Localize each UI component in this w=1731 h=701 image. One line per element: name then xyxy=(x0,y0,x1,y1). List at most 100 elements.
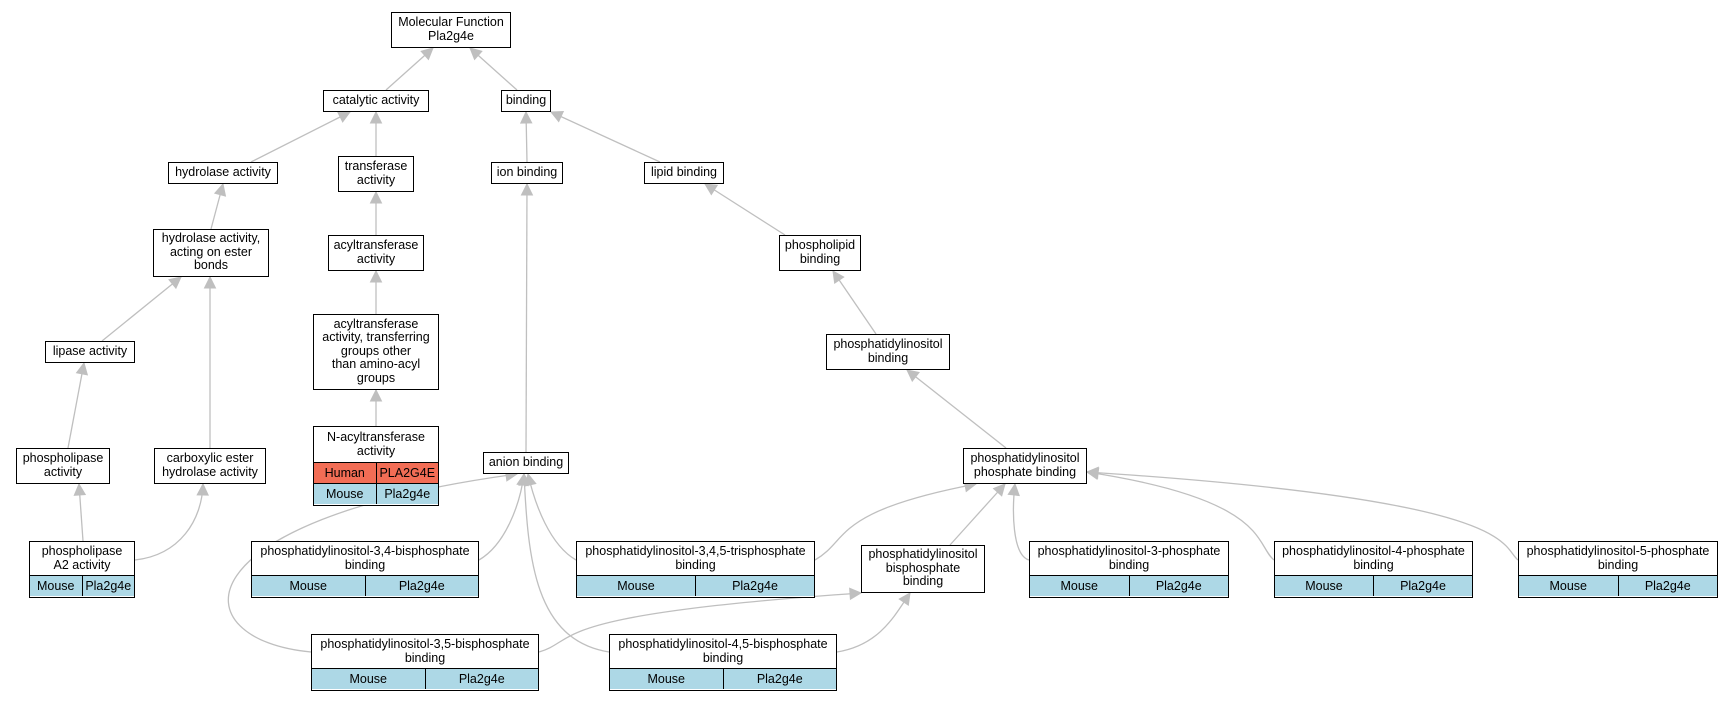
go-term-pi4[interactable]: phosphatidylinositol-4-phosphate binding… xyxy=(1274,541,1473,598)
go-term-label: lipase activity xyxy=(52,343,128,358)
edge-carboxylic-ester-to-hydrolase-ester-arrowhead xyxy=(203,275,217,289)
edge-pi45-to-pi-bis-arrowhead xyxy=(898,592,911,607)
edge-phospholipase-to-lipase-line xyxy=(67,362,85,449)
edge-pi-bis-to-pip-binding-arrowhead xyxy=(992,483,1006,497)
edge-pip-binding-to-pi-binding-arrowhead xyxy=(906,369,920,383)
species-cell: Mouse xyxy=(289,579,328,593)
go-term-label: phosphatidylinositol-3,4-bisphosphate bi… xyxy=(260,544,470,572)
edge-anion-binding-to-ion-binding-line xyxy=(525,183,528,453)
species-cell: Mouse xyxy=(647,672,686,686)
go-term-label: phospholipase A2 activity xyxy=(41,544,123,572)
go-term-pi345[interactable]: phosphatidylinositol-3,4,5-trisphosphate… xyxy=(576,541,815,598)
go-term-label: phosphatidylinositol-3-phosphate binding xyxy=(1037,544,1221,572)
edge-pi3-to-pip-binding-arrowhead xyxy=(1007,482,1020,497)
edge-pi345-to-pip-binding-line xyxy=(814,483,977,561)
go-term-label: transferase activity xyxy=(344,159,408,187)
edge-hydrolase-to-catalytic-arrowhead xyxy=(336,111,351,123)
edge-acyltransferase-to-transferase-arrowhead xyxy=(369,190,383,204)
go-term-lipid-binding[interactable]: lipid binding xyxy=(644,162,724,184)
gene-cell: Pla2g4e xyxy=(375,484,439,504)
edge-pi45-to-anion-binding-arrowhead xyxy=(518,472,531,486)
go-term-pi5[interactable]: phosphatidylinositol-5-phosphate binding… xyxy=(1518,541,1718,598)
edge-phospholipase-to-lipase-arrowhead xyxy=(75,361,89,376)
gene-cell: Pla2g4e xyxy=(364,576,479,596)
go-term-acyltransferase[interactable]: acyltransferase activity xyxy=(328,235,424,271)
edge-lipase-to-hydrolase-ester-line xyxy=(101,276,182,342)
go-term-hydrolase-ester[interactable]: hydrolase activity, acting on ester bond… xyxy=(153,229,269,277)
edge-pip-binding-to-pi-binding-line xyxy=(906,369,1007,449)
gene-cell: Pla2g4e xyxy=(1617,576,1718,596)
edge-phospholipid-binding-to-lipid-binding-line xyxy=(704,183,786,236)
edge-pla2-to-carboxylic-ester-arrowhead xyxy=(196,482,209,496)
edge-pi35-to-pi-bis-arrowhead xyxy=(849,587,863,601)
go-term-label: phosphatidylinositol-3,5-bisphosphate bi… xyxy=(320,637,530,665)
go-term-pi-binding[interactable]: phosphatidylinositol binding xyxy=(826,334,950,370)
edge-lipase-to-hydrolase-ester-arrowhead xyxy=(168,276,182,290)
go-term-hydrolase[interactable]: hydrolase activity xyxy=(168,162,278,184)
edge-pi-binding-to-phospholipid-binding-arrowhead xyxy=(832,270,845,285)
species-cell: Mouse xyxy=(617,579,655,593)
mouse-annotation-row: Mouse Pla2g4e xyxy=(314,483,438,504)
go-term-pi35[interactable]: phosphatidylinositol-3,5-bisphosphate bi… xyxy=(311,634,539,691)
edge-catalytic-to-mf-arrowhead xyxy=(420,47,434,61)
go-term-label: phosphatidylinositol-3,4,5-trisphosphate… xyxy=(585,544,806,572)
go-term-label: phosphatidylinositol-5-phosphate binding xyxy=(1526,544,1710,572)
species-cell: Mouse xyxy=(1305,579,1343,593)
go-term-catalytic[interactable]: catalytic activity xyxy=(323,90,429,112)
edge-lipid-binding-to-binding-line xyxy=(550,111,661,163)
go-term-binding[interactable]: binding xyxy=(501,90,551,112)
mouse-annotation-row: Mouse Pla2g4e xyxy=(252,575,478,596)
edge-n-acyltransferase-to-acyltransferase-other-arrowhead xyxy=(369,388,383,402)
go-term-transferase[interactable]: transferase activity xyxy=(338,156,414,192)
go-term-label: phospholipid binding xyxy=(784,238,856,266)
edge-pla2-to-phospholipase-arrowhead xyxy=(73,482,87,496)
edge-pi34-to-anion-binding-line xyxy=(478,473,525,561)
go-term-label: hydrolase activity, acting on ester bond… xyxy=(161,231,261,273)
gene-cell: Pla2g4e xyxy=(722,669,837,689)
go-term-phospholipase[interactable]: phospholipase activity xyxy=(16,448,110,484)
edge-phospholipid-binding-to-lipid-binding-arrowhead xyxy=(704,183,719,196)
edge-pi5-to-pip-binding-line xyxy=(1086,471,1519,561)
go-term-label: phosphatidylinositol-4-phosphate binding xyxy=(1282,544,1465,572)
go-term-label: hydrolase activity xyxy=(175,164,271,179)
go-term-label: N-acyltransferase activity xyxy=(327,430,425,458)
edge-pi-bis-to-pip-binding-line xyxy=(949,483,1006,546)
edge-pi4-to-pip-binding-line xyxy=(1086,471,1275,561)
go-term-mf[interactable]: Molecular Function Pla2g4e xyxy=(391,12,511,48)
edge-transferase-to-catalytic-arrowhead xyxy=(369,110,383,124)
go-term-ion-binding[interactable]: ion binding xyxy=(491,162,563,184)
edge-pla2-to-carboxylic-ester-line xyxy=(134,483,204,561)
go-term-pi34[interactable]: phosphatidylinositol-3,4-bisphosphate bi… xyxy=(251,541,479,598)
go-term-pip-binding[interactable]: phosphatidylinositol phosphate binding xyxy=(963,448,1087,484)
go-term-label: phospholipase activity xyxy=(22,451,104,479)
go-term-acyltransferase-other[interactable]: acyltransferase activity, transferring g… xyxy=(313,314,439,390)
go-term-carboxylic-ester[interactable]: carboxylic ester hydrolase activity xyxy=(154,448,266,484)
go-term-label: lipid binding xyxy=(650,164,718,179)
species-cell: Mouse xyxy=(1060,579,1099,593)
edge-pi-binding-to-phospholipid-binding-line xyxy=(832,270,877,335)
species-cell: Mouse xyxy=(325,487,364,501)
go-term-label: phosphatidylinositol phosphate binding xyxy=(970,451,1080,479)
go-term-pi45[interactable]: phosphatidylinositol-4,5-bisphosphate bi… xyxy=(609,634,837,691)
go-term-pi3[interactable]: phosphatidylinositol-3-phosphate binding… xyxy=(1029,541,1229,598)
go-term-pi-bis[interactable]: phosphatidylinositol bisphosphate bindin… xyxy=(861,545,985,593)
edge-pi345-to-anion-binding-line xyxy=(527,473,577,561)
go-term-label: phosphatidylinositol-4,5-bisphosphate bi… xyxy=(618,637,828,665)
edge-pi45-to-anion-binding-line xyxy=(523,473,610,653)
species-cell: Mouse xyxy=(36,579,75,593)
go-term-anion-binding[interactable]: anion binding xyxy=(483,452,569,474)
go-term-label: Molecular Function Pla2g4e xyxy=(398,15,504,43)
edge-hydrolase-to-catalytic-line xyxy=(250,111,351,163)
go-term-label: phosphatidylinositol binding xyxy=(833,337,943,365)
gene-cell: Pla2g4e xyxy=(424,669,539,689)
go-term-lipase[interactable]: lipase activity xyxy=(45,341,135,363)
go-term-phospholipid-binding[interactable]: phospholipid binding xyxy=(779,235,861,271)
